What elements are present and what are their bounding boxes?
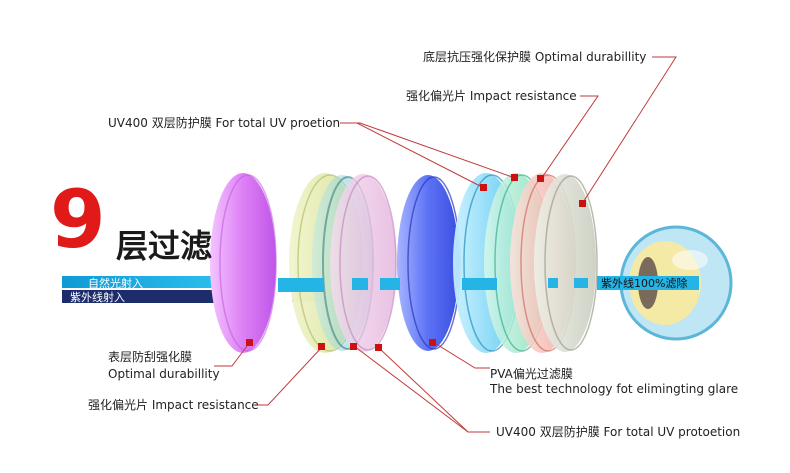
callout-top-uv400: UV400 双层防护膜 For total UV proetion: [108, 116, 341, 130]
callout-surface-cn: 表层防刮强化膜: [108, 350, 193, 364]
title-text: 层过滤: [116, 227, 213, 265]
uv-light-label: 紫外线射入: [70, 291, 125, 304]
lens-bottom-protect: [534, 174, 596, 352]
lens-edge: [544, 175, 598, 351]
natural-light-band: [62, 276, 230, 288]
callout-pva-cn: PVA偏光过滤膜: [490, 367, 573, 381]
band-segment-overlay: [548, 278, 558, 288]
band-segment-overlay: [574, 278, 588, 288]
callout-bottom-polarizer: 强化偏光片 Impact resistance: [88, 398, 259, 412]
callout-lines: [214, 56, 677, 433]
band-segment-overlay: [278, 278, 324, 292]
callout-bottom-antiscratch: 底层抗压强化保护膜 Optimal durabillity: [423, 50, 647, 64]
callout-top-polarizer: 强化偏光片 Impact resistance: [406, 89, 577, 103]
band-segment-overlay: [352, 278, 368, 290]
title-number: 9: [50, 173, 106, 266]
uv-light-band: [62, 290, 234, 303]
callout-pva-en: The best technology fot elimingting glar…: [490, 382, 739, 396]
callout-markers: [246, 174, 586, 351]
lens-uv400-back: [330, 174, 396, 352]
callout-surface-en: Optimal durabillity: [108, 367, 220, 381]
lens-edge: [219, 174, 277, 352]
lens-pva-filter: [397, 175, 459, 351]
filtered-label: 紫外线100%滤除: [601, 277, 688, 290]
filtered-band-overlay: [597, 276, 699, 290]
band-segment-overlay: [462, 278, 497, 290]
callout-bottom-uv400: UV400 双层防护膜 For total UV protoetion: [496, 425, 741, 439]
lens-surface-antiscratch: [210, 173, 276, 353]
lens-edge: [339, 175, 397, 351]
band-segment-overlay: [380, 278, 400, 290]
natural-light-label: 自然光射入: [88, 277, 143, 290]
